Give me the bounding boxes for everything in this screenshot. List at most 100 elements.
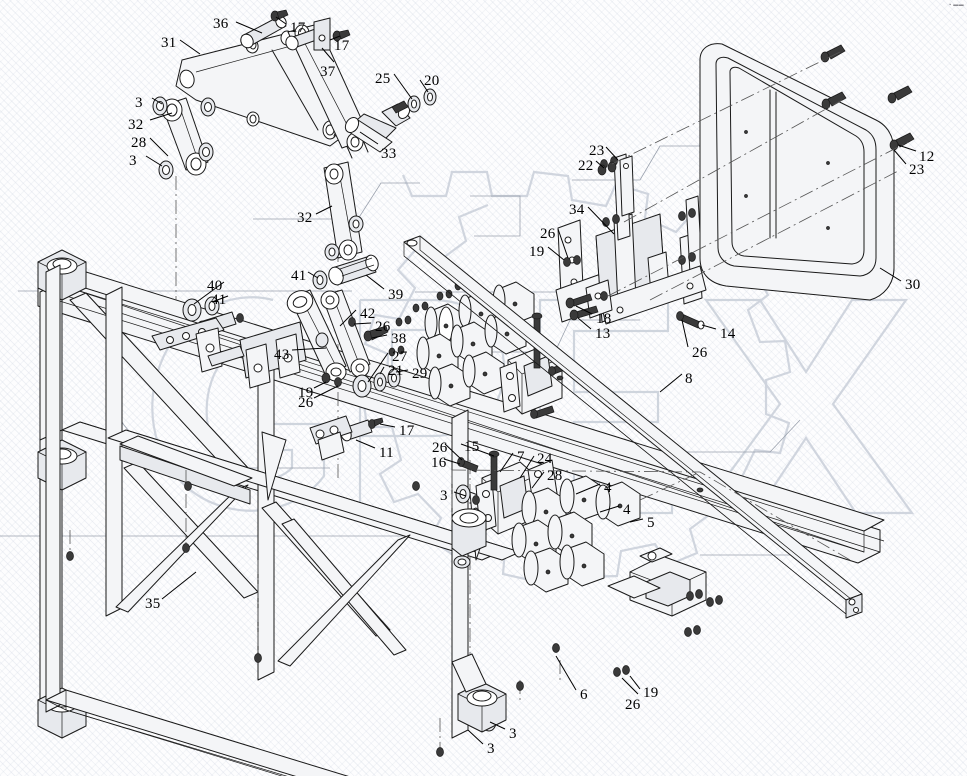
callout-23: 23	[589, 143, 605, 159]
callout-13: 13	[595, 326, 611, 342]
callout-40: 40	[207, 278, 223, 294]
bolt-38	[363, 325, 389, 342]
callout-20: 20	[424, 73, 440, 89]
callout-8: 8	[685, 371, 693, 387]
callout-15: 15	[464, 439, 480, 455]
callout-28: 28	[547, 468, 563, 484]
cylinder-33	[344, 100, 411, 153]
bushing-3-lower	[158, 160, 174, 180]
callout-25: 25	[375, 71, 391, 87]
callout-26: 26	[540, 226, 556, 242]
callout-3: 3	[487, 741, 495, 757]
callout-16: 16	[431, 455, 447, 471]
callout-32: 32	[297, 210, 313, 226]
bolt-26-center	[348, 317, 356, 327]
frame-bottom-rails	[45, 689, 349, 776]
link-32-left	[152, 96, 216, 180]
nut-29	[387, 368, 401, 388]
bolt-17-a	[270, 9, 289, 22]
callout-3: 3	[509, 726, 517, 742]
callout-43: 43	[274, 347, 290, 363]
nut-20	[423, 88, 437, 106]
roller	[523, 547, 569, 593]
cylinder-11	[309, 415, 384, 461]
callout-26: 26	[298, 395, 314, 411]
beam-8	[403, 235, 863, 619]
callout-36: 36	[213, 16, 229, 32]
callout-4: 4	[604, 480, 612, 496]
bracket-plates	[151, 317, 307, 389]
leader-lines	[145, 16, 917, 745]
callout-19: 19	[529, 244, 545, 260]
panel-alignment-lines	[607, 51, 909, 301]
corner-mark: ▪ ▬▬	[949, 2, 964, 8]
spacer-27	[352, 374, 372, 398]
callout-5: 5	[647, 515, 655, 531]
callout-37: 37	[320, 64, 336, 80]
callout-14: 14	[720, 326, 736, 342]
callout-4: 4	[623, 502, 631, 518]
callout-26: 26	[375, 319, 391, 335]
callout-39: 39	[388, 287, 404, 303]
bushing-3-upper	[152, 96, 168, 116]
callout-26: 26	[625, 697, 641, 713]
callout-11: 11	[379, 445, 394, 461]
roller	[595, 481, 641, 527]
callout-17: 17	[290, 20, 306, 36]
callout-34: 34	[569, 202, 585, 218]
frame-hitch-right	[607, 547, 707, 617]
mount-block-upper	[499, 312, 580, 419]
callout-30: 30	[905, 277, 921, 293]
callout-24: 24	[537, 451, 553, 467]
frame-corner-bottom-right	[451, 653, 507, 733]
pin-36	[240, 15, 287, 49]
roller-envelope	[451, 469, 851, 561]
callout-42: 42	[360, 306, 376, 322]
link-32-center	[323, 161, 364, 261]
washer-25	[407, 95, 421, 113]
callout-19: 19	[643, 685, 659, 701]
callout-26: 26	[432, 440, 448, 456]
callout-35: 35	[145, 596, 161, 612]
pin-39	[328, 254, 379, 286]
mount-block-lower	[451, 450, 559, 569]
callout-22: 22	[578, 158, 594, 174]
washer-41-center	[312, 270, 328, 290]
callout-38: 38	[391, 331, 407, 347]
callout-33: 33	[381, 146, 397, 162]
callout-31: 31	[161, 35, 177, 51]
washer-21	[373, 372, 387, 392]
callout-17: 17	[334, 38, 350, 54]
callout-41: 41	[211, 292, 227, 308]
roller	[428, 363, 471, 407]
panel-bolts	[820, 44, 915, 151]
callout-17: 17	[399, 423, 415, 439]
callout-7: 7	[517, 449, 525, 465]
link-42	[320, 289, 371, 378]
callout-27: 27	[392, 349, 408, 365]
callout-28: 28	[131, 135, 147, 151]
panel-30	[699, 43, 895, 301]
post-23-left	[619, 155, 635, 217]
bolt-17-b	[332, 29, 351, 42]
callout-32: 32	[128, 117, 144, 133]
callout-3: 3	[129, 153, 137, 169]
callout-3: 3	[135, 95, 143, 111]
roller-set-lower	[511, 475, 641, 593]
roller	[559, 541, 605, 587]
bushing-40	[182, 298, 202, 322]
callout-6: 6	[580, 687, 588, 703]
callout-26: 26	[692, 345, 708, 361]
callout-23: 23	[909, 162, 925, 178]
callout-3: 3	[440, 488, 448, 504]
pin-37	[285, 17, 331, 51]
callout-12: 12	[919, 149, 935, 165]
callout-21: 21	[388, 363, 404, 379]
bearing-assembly	[451, 507, 487, 569]
callout-19: 19	[298, 385, 314, 401]
bushing-3-lowerblock	[455, 484, 480, 505]
callout-18: 18	[596, 311, 612, 327]
callout-41: 41	[291, 268, 307, 284]
